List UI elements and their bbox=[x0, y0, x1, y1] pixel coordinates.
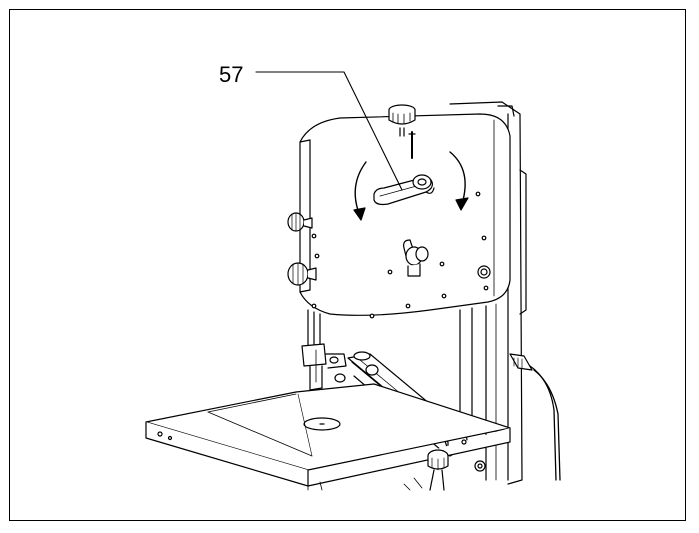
figure-frame: 57 bbox=[9, 9, 686, 521]
callout-57-leader bbox=[255, 71, 403, 191]
side-knob-lower bbox=[287, 262, 317, 286]
rotation-arrow-left bbox=[353, 161, 367, 221]
bandsaw-illustration bbox=[145, 71, 561, 491]
blade-guide-post bbox=[301, 309, 347, 391]
cover-screws bbox=[311, 191, 489, 319]
center-wing-knob bbox=[403, 239, 429, 277]
rotation-arrow-right bbox=[449, 151, 469, 211]
callout-57-label: 57 bbox=[219, 62, 244, 87]
saw-table bbox=[145, 383, 511, 491]
table-lock-knob bbox=[403, 449, 486, 491]
cover-knurled-screw bbox=[477, 265, 491, 279]
top-tension-knob bbox=[388, 104, 416, 159]
power-cable bbox=[509, 353, 561, 481]
lower-column bbox=[459, 303, 497, 481]
side-knob-upper bbox=[287, 212, 313, 232]
upper-wheel-cover bbox=[299, 113, 511, 316]
